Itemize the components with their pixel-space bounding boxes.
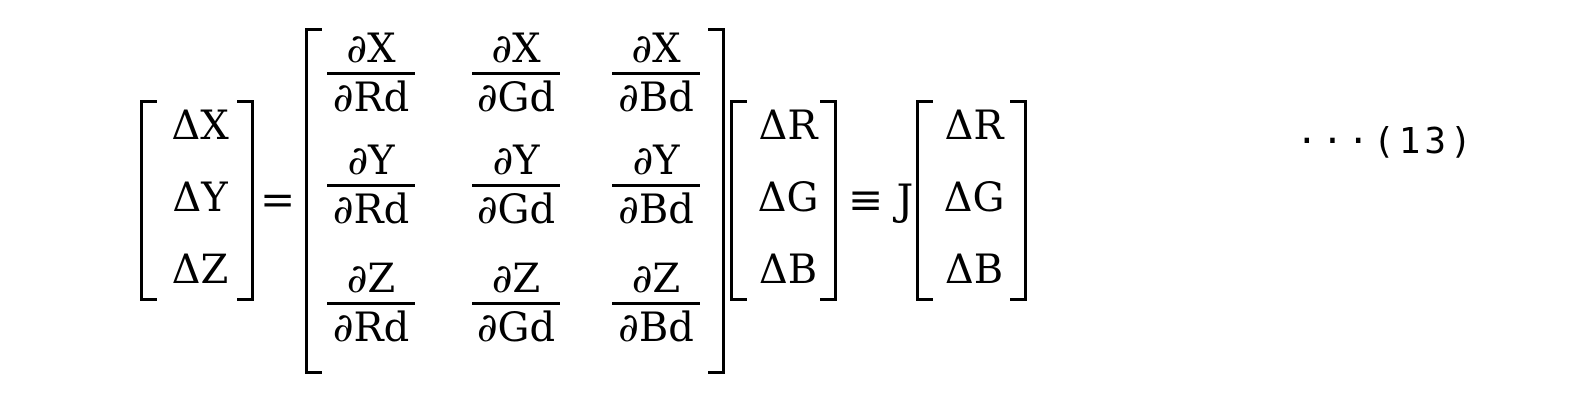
jacobian-cell: ∂Y∂Rd (323, 140, 419, 231)
jacobian-cell: ∂X∂Bd (608, 28, 704, 119)
lhs-right-bracket (237, 100, 254, 301)
lhs-left-bracket (140, 100, 157, 301)
jacobian-right-bracket (708, 28, 725, 374)
jacobian-cell: ∂Z∂Bd (608, 258, 704, 349)
rhs1-left-bracket (730, 100, 747, 301)
rhs1-entry: ΔR (748, 104, 828, 148)
rhs2-right-bracket (1010, 100, 1027, 301)
equiv-j: ≡ J (848, 178, 913, 222)
jacobian-cell: ∂X∂Rd (323, 28, 419, 119)
jacobian-cell: ∂Y∂Bd (608, 140, 704, 231)
rhs2-entry: ΔG (934, 176, 1014, 220)
equals-sign: = (260, 178, 295, 222)
jacobian-cell: ∂Z∂Gd (468, 258, 564, 349)
rhs2-entry: ΔB (934, 248, 1014, 292)
rhs1-right-bracket (820, 100, 837, 301)
rhs1-entry: ΔG (748, 176, 828, 220)
rhs2-entry: ΔR (934, 104, 1014, 148)
lhs-entry: ΔZ (160, 248, 240, 292)
rhs2-left-bracket (916, 100, 933, 301)
rhs1-entry: ΔB (748, 248, 828, 292)
jacobian-left-bracket (305, 28, 322, 374)
lhs-entry: ΔY (160, 176, 240, 220)
jacobian-cell: ∂Y∂Gd (468, 140, 564, 231)
equation-number: ···(13) (1296, 122, 1476, 162)
lhs-entry: ΔX (160, 104, 240, 148)
jacobian-cell: ∂Z∂Rd (323, 258, 419, 349)
jacobian-cell: ∂X∂Gd (468, 28, 564, 119)
